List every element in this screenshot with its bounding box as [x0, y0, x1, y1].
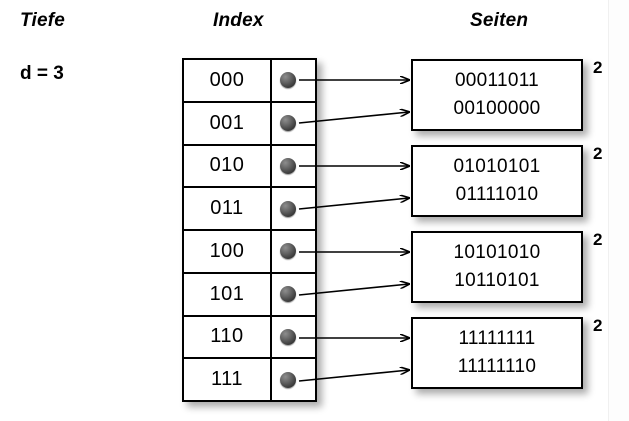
index-key: 111 [184, 359, 272, 400]
index-pointer-cell [272, 231, 315, 272]
index-key: 101 [184, 273, 272, 315]
pointer-dot-icon [280, 371, 296, 388]
pointer-dot-icon [280, 243, 296, 260]
page-count: 2 [593, 316, 603, 335]
page-box: 10101010 10110101 [411, 231, 583, 303]
index-row: 001 [184, 102, 315, 146]
pointer-dot-icon [280, 157, 296, 174]
column-header-tiefe: Tiefe [20, 10, 66, 31]
page-line: 10101010 [453, 242, 541, 264]
index-pointer-cell [272, 274, 315, 315]
index-row: 110 [184, 316, 315, 360]
page-count: 2 [593, 230, 603, 249]
page-box: 11111111 11111110 [411, 317, 583, 389]
pointer-dot-icon [280, 328, 296, 345]
index-row: 010 [184, 145, 315, 189]
page-line: 10110101 [454, 270, 540, 291]
slide-right-edge [608, 0, 629, 421]
index-key: 110 [184, 316, 272, 358]
index-pointer-cell [272, 317, 315, 358]
index-pointer-cell [272, 103, 315, 144]
page-line: 01010101 [453, 156, 541, 178]
page-count: 2 [593, 58, 603, 77]
index-pointer-cell [272, 60, 315, 101]
page-box: 01010101 01111010 [411, 145, 583, 217]
page-box: 00011011 00100000 [411, 59, 583, 131]
index-key: 100 [184, 231, 272, 272]
pointer-dot-icon [280, 115, 296, 132]
index-pointer-cell [272, 359, 315, 400]
pointer-dot-icon [280, 286, 296, 303]
index-pointer-cell [272, 188, 315, 229]
column-header-index: Index [213, 10, 264, 31]
index-row: 101 [184, 273, 315, 317]
depth-value: d = 3 [20, 63, 64, 84]
page-line: 00100000 [453, 98, 541, 119]
index-row: 111 [184, 359, 315, 400]
page-line: 01111010 [455, 184, 539, 205]
index-key: 001 [184, 102, 272, 144]
index-key: 000 [184, 60, 272, 101]
pointer-dot-icon [280, 200, 296, 217]
index-key: 010 [184, 145, 272, 187]
index-key: 011 [184, 188, 272, 229]
column-header-seiten: Seiten [470, 10, 529, 31]
index-row: 000 [184, 60, 315, 103]
page-line: 11111110 [457, 356, 537, 377]
index-row: 100 [184, 231, 315, 274]
page-line: 00011011 [454, 70, 540, 92]
index-row: 011 [184, 188, 315, 231]
index-table: 000 001 010 011 100 101 110 111 [182, 58, 317, 402]
page-line: 11111111 [458, 328, 536, 350]
page-count: 2 [593, 144, 603, 163]
index-pointer-cell [272, 146, 315, 187]
pointer-dot-icon [280, 72, 296, 89]
